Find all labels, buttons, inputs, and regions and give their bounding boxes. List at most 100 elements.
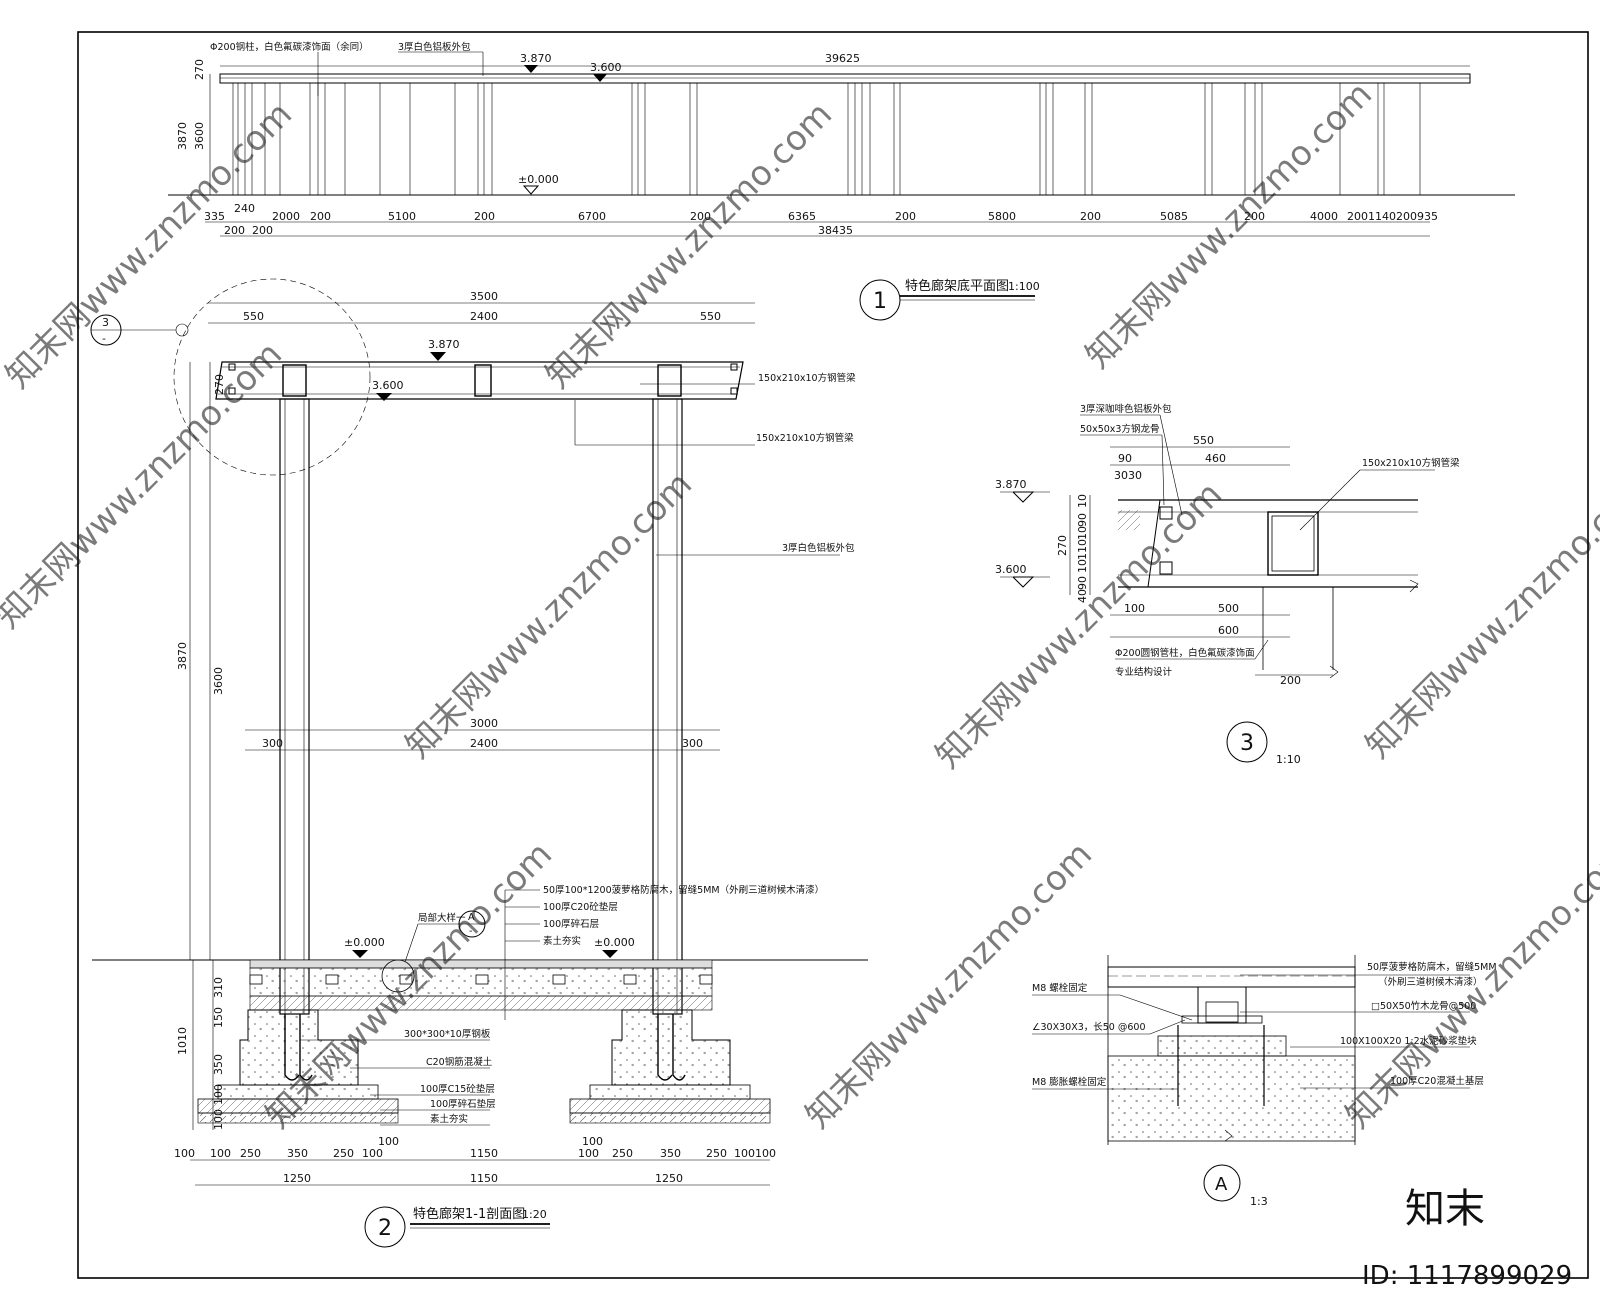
level-label: ±0.000 [518,173,559,186]
detail3-dimension: 600 [1218,624,1239,637]
vertical-dimension: 10 [1076,559,1089,573]
vertical-dimension: 1010 [176,1027,189,1055]
drawing-number-circle [364,1206,406,1248]
level-marker-icon [376,393,392,401]
gravel-layer [249,995,713,1011]
beam-section [1267,511,1319,576]
detailA-note: □50X50竹木龙骨@500 [1371,1000,1476,1012]
drawing-number: 1 [873,289,887,314]
section-dimension: 250 [706,1147,727,1160]
detail-reference-label: 局部大样一 [418,912,466,924]
vertical-dimension: 3870 [176,122,189,150]
section-dimension: 3500 [470,290,498,303]
level-marker-icon [1012,491,1035,503]
layer-note: 100厚C20砼垫层 [543,901,618,913]
plan-dimension: 335 [204,210,225,223]
layer-note: 50厚100*1200菠萝格防腐木，留缝5MM（外刷三道树候木清漆） [543,884,824,896]
beam-label: 150x210x10方钢管梁 [758,372,856,384]
drawing-number: 2 [378,1216,392,1241]
detail-callout-circle [381,959,415,993]
plan-dimension: 5800 [988,210,1016,223]
mortar-pad [1157,1035,1287,1057]
detail3-note: 3厚深咖啡色铝板外包 [1080,403,1172,415]
detailA-note: ∠30X30X3，长50 @600 [1032,1021,1146,1033]
detail3-note: 专业结构设计 [1115,666,1173,678]
drawing-number: 3 [1240,731,1254,756]
cladding-label: 3厚白色铝板外包 [782,542,855,554]
detailA-note: （外刷三道树候木清漆） [1378,976,1483,988]
detail-reference-sub: - [469,926,472,937]
section-dimension: 100 [755,1147,776,1160]
vertical-dimension: 3870 [176,642,189,670]
section-dimension: 550 [700,310,721,323]
watermark-text: 知末网www.znzmo.com [538,94,840,396]
detail3-dimension: 200 [1280,674,1301,687]
watermark-text: 知末网www.znzmo.com [1078,74,1380,376]
section-dimension: 2400 [470,310,498,323]
detail-reference-letter: A [468,912,475,923]
deck-supports [249,974,713,985]
vertical-dimension: 150 [212,1007,225,1028]
plan-dimension: 4000 [1310,210,1338,223]
detailA-note: M8 膨胀螺栓固定 [1032,1076,1107,1088]
level-marker-icon [524,65,538,73]
plan-dimension: 6365 [788,210,816,223]
level-label: 3.600 [372,379,404,392]
section-dimension: 2400 [470,737,498,750]
overall-dimension: 38435 [818,224,853,237]
section-dimension: 100 [362,1147,383,1160]
detailA-note: 100X100X20 1:2水泥砂浆垫块 [1340,1035,1477,1047]
detailA-note: M8 螺栓固定 [1032,982,1088,994]
elevation-note: 3厚白色铝板外包 [398,41,471,53]
timber-decking [249,959,713,969]
drawing-title: 特色廊架底平面图 [905,278,1009,294]
section-dimension: 100 [582,1135,603,1148]
vertical-dimension: 270 [193,59,206,80]
vertical-dimension: 90 [1076,513,1089,527]
section-dimension: 100 [578,1147,599,1160]
level-marker-icon [1012,576,1035,588]
detail-a-view: M8 螺栓固定 ∠30X30X3，长50 @600 M8 膨胀螺栓固定 50厚菠… [1032,955,1497,1208]
footing-right-cushion [589,1084,751,1100]
plan-dimension: 200 [690,210,711,223]
section-dimension: 1250 [283,1172,311,1185]
section-beam [215,361,744,400]
beam-label: 150x210x10方钢管梁 [756,432,854,444]
vertical-dimension: 40 [1076,589,1089,603]
brand-logo: 知末 [1405,1186,1485,1232]
level-label: 3.600 [590,61,622,74]
layer-note: 素土夯实 [543,935,581,947]
detail-callout-circle [173,278,371,476]
section-dimension: 250 [240,1147,261,1160]
plan-dimension: 6700 [578,210,606,223]
section-dimension: 100 [734,1147,755,1160]
image-id: ID: 1117899029 [1362,1261,1572,1291]
plan-dimension: 200 [895,210,916,223]
section-dimension: 100 [210,1147,231,1160]
plan-dimension: 200 [1244,210,1265,223]
section-dimension: 1150 [470,1147,498,1160]
section-reference-sub: - [102,332,106,345]
concrete-base [1107,1055,1356,1142]
plan-dimension: 2001140200935 [1347,210,1438,223]
section-dimension: 350 [660,1147,681,1160]
foundation-note: C20钢筋混凝土 [426,1056,493,1068]
drawing-scale: 1:100 [1008,280,1040,293]
vertical-dimension: 350 [212,1054,225,1075]
vertical-dimension: 10 [1076,494,1089,508]
section-dimension: 3000 [470,717,498,730]
vertical-dimension: 90 [1076,576,1089,590]
drawing-number: A [1215,1174,1228,1195]
watermark-text: 知末网www.znzmo.com [0,334,290,636]
elevation-view: 3.870 3.600 ±0.000 Φ200钢柱，白色氟碳漆饰面（余同） 3厚… [168,41,1515,321]
section-dimension: 300 [262,737,283,750]
level-label: 3.870 [428,338,460,351]
section-dimension: 550 [243,310,264,323]
section-dimension: 300 [682,737,703,750]
detail3-note: 150x210x10方钢管梁 [1362,457,1460,469]
footing-right-soil [569,1112,771,1124]
drawing-scale: 1:10 [1276,753,1301,766]
foundation-note: 100厚C15砼垫层 [420,1083,495,1095]
detail3-dimension: 90 [1118,452,1132,465]
